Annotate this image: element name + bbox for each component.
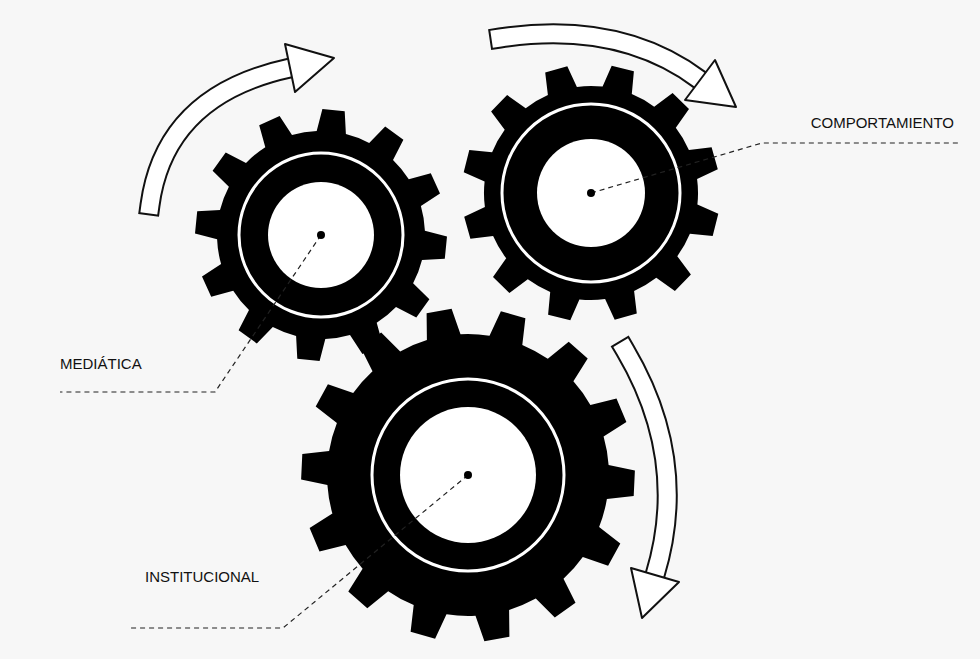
gear bbox=[464, 66, 719, 321]
center-dot bbox=[587, 189, 595, 197]
gear-hole bbox=[400, 407, 536, 543]
arrow-head bbox=[631, 568, 679, 618]
arrow-band bbox=[500, 34, 700, 80]
leader-lines bbox=[60, 143, 960, 628]
center-dot bbox=[317, 231, 325, 239]
arrow-band bbox=[625, 350, 667, 575]
gear-ring bbox=[239, 153, 403, 317]
leader-line bbox=[60, 235, 321, 392]
arrow-head bbox=[685, 60, 736, 107]
gear-label: INSTITUCIONAL bbox=[145, 568, 259, 586]
center-dot bbox=[464, 471, 472, 479]
gear-hole bbox=[268, 182, 374, 288]
gear-ring bbox=[372, 379, 564, 571]
gear-label: COMPORTAMIENTO bbox=[811, 114, 954, 132]
gear-ring bbox=[502, 104, 680, 282]
arrow-band bbox=[500, 34, 700, 80]
arrow-head bbox=[285, 44, 334, 92]
gear-label: MEDIÁTICA bbox=[60, 355, 142, 373]
gear bbox=[301, 309, 635, 641]
gear-hole bbox=[537, 139, 645, 247]
arrow-band bbox=[625, 350, 667, 575]
leader-line bbox=[128, 475, 468, 628]
gear bbox=[195, 109, 447, 361]
leader-line bbox=[591, 143, 960, 193]
